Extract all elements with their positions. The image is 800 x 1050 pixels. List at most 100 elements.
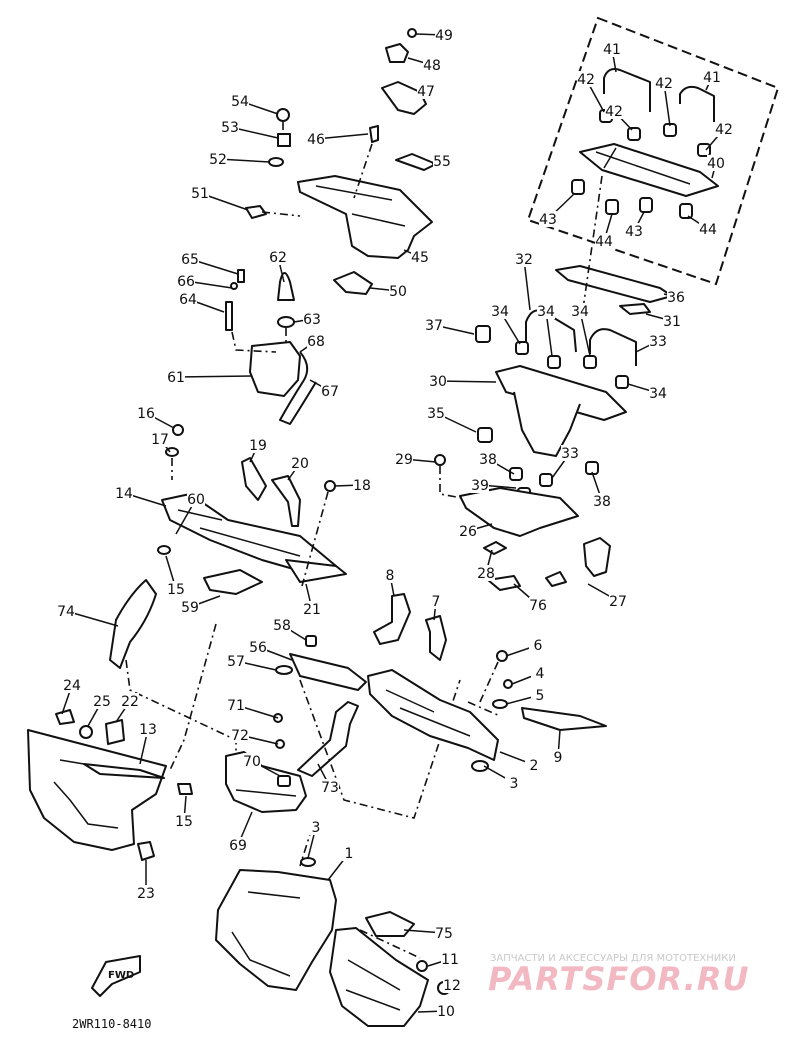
- callout-number-bg: [423, 57, 441, 73]
- callout-number-bg: [425, 317, 443, 333]
- callout-number: 16: [137, 406, 155, 422]
- callout-number: 24: [63, 678, 81, 694]
- callout-number: 17: [151, 432, 169, 448]
- callout-number: 50: [389, 284, 407, 300]
- callout-number-bg: [243, 753, 261, 769]
- callout-number-bg: [443, 977, 461, 993]
- callout-number-bg: [179, 291, 197, 307]
- callout-number: 18: [353, 478, 371, 494]
- callout-number-bg: [577, 71, 595, 87]
- callout-number-bg: [175, 813, 193, 829]
- callout-number-bg: [531, 687, 549, 703]
- callout-number-bg: [649, 333, 667, 349]
- callout-number: 34: [571, 304, 589, 320]
- callout-number-bg: [429, 373, 447, 389]
- callout-number-bg: [411, 249, 429, 265]
- callout-number: 60: [187, 492, 205, 508]
- callout-number-bg: [427, 593, 445, 609]
- rear-step-assembly: [367, 650, 607, 772]
- callout-number: 5: [536, 688, 545, 704]
- callout-leaders: [61, 33, 725, 1013]
- callout-number-bg: [395, 451, 413, 467]
- callout-number-bg: [435, 925, 453, 941]
- callout-number-bg: [625, 223, 643, 239]
- watermark-logo: PARTSFOR.RU: [488, 960, 749, 998]
- callout-number: 13: [139, 722, 157, 738]
- callout-number: 44: [699, 222, 717, 238]
- callout-number-bg: [427, 405, 445, 421]
- callout-number: 43: [625, 224, 643, 240]
- lower-cowl-assembly: [215, 827, 451, 1027]
- callout-number: 25: [93, 694, 111, 710]
- callout-number-bg: [307, 819, 325, 835]
- callout-number: 67: [321, 384, 339, 400]
- callout-number-bg: [273, 617, 291, 633]
- callout-number: 27: [609, 594, 627, 610]
- callout-number: 22: [121, 694, 139, 710]
- callout-number: 52: [209, 152, 227, 168]
- callout-number: 8: [386, 568, 395, 584]
- callout-number: 57: [227, 654, 245, 670]
- callout-number-bg: [531, 665, 549, 681]
- callout-leader: [523, 258, 531, 311]
- callout-number: 14: [115, 486, 133, 502]
- callout-number-bg: [303, 311, 321, 327]
- callout-number-bg: [63, 677, 81, 693]
- callout-number: 33: [561, 446, 579, 462]
- callout-number: 71: [227, 698, 245, 714]
- callout-number: 9: [554, 750, 563, 766]
- callout-leader: [175, 375, 253, 378]
- callout-number: 76: [529, 598, 547, 614]
- callout-number: 75: [435, 926, 453, 942]
- callout-labels: 1233456789101112131415151617181920212223…: [57, 27, 733, 1020]
- callout-number: 39: [471, 478, 489, 494]
- callout-number-bg: [340, 845, 358, 861]
- callout-number: 45: [411, 250, 429, 266]
- callout-number: 1: [345, 846, 354, 862]
- callout-number-bg: [529, 637, 547, 653]
- callout-number-bg: [515, 251, 533, 267]
- callout-number: 7: [432, 594, 441, 610]
- callout-number-bg: [603, 41, 621, 57]
- callout-number: 61: [167, 370, 185, 386]
- callout-number: 72: [231, 728, 249, 744]
- callout-number-bg: [441, 951, 459, 967]
- callout-number-bg: [699, 221, 717, 237]
- callout-number-bg: [187, 491, 205, 507]
- callout-number: 44: [595, 234, 613, 250]
- callout-number-bg: [177, 273, 195, 289]
- callout-number-bg: [667, 289, 685, 305]
- side-frame-assembly: [157, 424, 347, 595]
- callout-number: 19: [249, 438, 267, 454]
- callout-number: 55: [433, 154, 451, 170]
- callout-number-bg: [321, 383, 339, 399]
- callout-number-bg: [505, 775, 523, 791]
- callout-number-bg: [649, 385, 667, 401]
- callout-number-bg: [353, 477, 371, 493]
- callout-number: 4: [536, 666, 545, 682]
- callout-number-bg: [57, 603, 75, 619]
- callout-number: 64: [179, 292, 197, 308]
- callout-number: 30: [429, 374, 447, 390]
- callout-number-bg: [595, 233, 613, 249]
- callout-number-bg: [231, 727, 249, 743]
- callout-number-bg: [121, 693, 139, 709]
- callout-number: 3: [510, 776, 519, 792]
- callout-number-bg: [539, 211, 557, 227]
- callout-number: 42: [715, 122, 733, 138]
- callout-number-bg: [707, 155, 725, 171]
- callout-number: 10: [437, 1004, 455, 1020]
- callout-number-bg: [137, 885, 155, 901]
- callout-number: 26: [459, 524, 477, 540]
- callout-number-bg: [549, 749, 567, 765]
- callout-number: 68: [307, 334, 325, 350]
- left-cover-assembly: [27, 579, 193, 861]
- callout-leader: [437, 380, 497, 383]
- callout-number: 42: [655, 76, 673, 92]
- callout-number-bg: [249, 437, 267, 453]
- callout-number-bg: [209, 151, 227, 167]
- callout-number: 46: [307, 132, 325, 148]
- callout-number-bg: [151, 431, 169, 447]
- top-bracket-assembly: [245, 28, 437, 259]
